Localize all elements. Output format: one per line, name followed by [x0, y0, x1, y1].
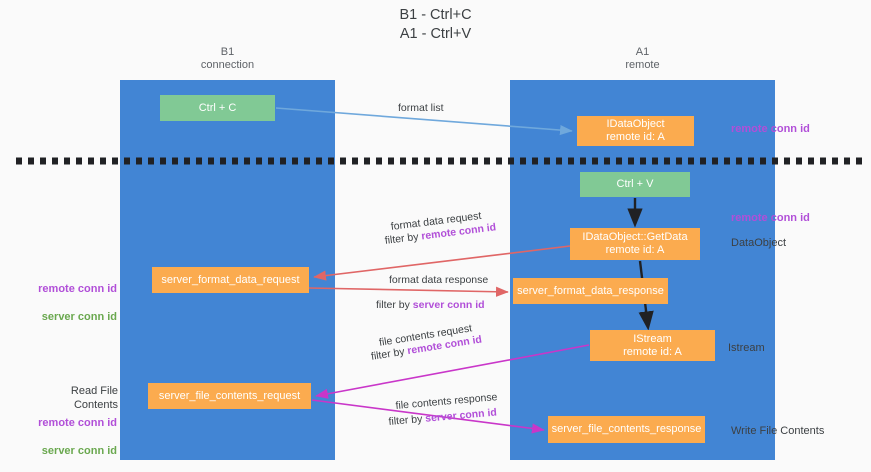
box-server-format-data-response[interactable]: server_format_data_response — [513, 278, 668, 304]
box-ctrl-v[interactable]: Ctrl + V — [580, 172, 690, 197]
box-ctrl-v-line-1: Ctrl + V — [616, 178, 654, 190]
box-server-file-contents-request-label: server_file_contents_request — [158, 389, 301, 402]
box-idataobject-getdata-line-1: IDataObject::GetData — [582, 231, 688, 243]
side-label-left-server-conn-id-mid: server conn id — [41, 311, 117, 323]
side-label-left-remote-conn-id-bottom: remote conn id — [38, 417, 117, 429]
column-header-b1: B1 connection — [200, 46, 255, 71]
side-label-left-remote-conn-id-mid: remote conn id — [38, 283, 117, 295]
filter-prefix: filter by — [370, 345, 409, 363]
box-idataobject-line-1: IDataObject — [606, 118, 665, 130]
box-idataobject-line-2: remote id: A — [606, 131, 665, 143]
filter-prefix: filter by — [384, 230, 423, 247]
column-header-a1: A1 remote — [625, 46, 660, 71]
filter-prefix: filter by — [376, 299, 413, 311]
box-server-file-contents-response[interactable]: server_file_contents_response — [548, 416, 705, 443]
box-istream-line-2: remote id: A — [623, 345, 682, 358]
box-idataobject-getdata[interactable]: IDataObject::GetData remote id: A — [570, 228, 700, 260]
box-idataobject[interactable]: IDataObject remote id: A — [577, 116, 694, 146]
box-ctrl-c[interactable]: Ctrl + C — [160, 95, 275, 121]
box-server-format-data-request[interactable]: server_format_data_request — [152, 267, 309, 293]
arrow-label-format-data-response: format data response — [389, 274, 489, 286]
side-label-left-conn-ids-mid: remote conn id server conn id — [22, 268, 117, 338]
box-ctrl-c-line-1: Ctrl + C — [198, 101, 237, 114]
arrow-label-format-list: format list — [398, 102, 444, 114]
filter-prefix: filter by — [388, 412, 426, 428]
side-label-remote-conn-id-top: remote conn id — [731, 123, 810, 135]
arrow-format-data-response — [308, 286, 509, 297]
side-label-read-file-contents: Read File Contents — [70, 385, 118, 411]
box-server-file-contents-response-label: server_file_contents_response — [551, 423, 702, 435]
side-label-dataobject: DataObject — [731, 237, 787, 249]
box-idataobject-getdata-line-2: remote id: A — [605, 244, 665, 256]
box-istream-line-1: IStream — [633, 332, 672, 345]
side-label-left-server-conn-id-bottom: server conn id — [41, 445, 117, 457]
side-label-remote-conn-id-mid: remote conn id — [731, 212, 810, 224]
side-label-left-conn-ids-bottom: remote conn id server conn id — [22, 402, 117, 472]
arrow-label-format-data-response-filter: filter by server conn id — [376, 298, 485, 312]
diagram-title: B1 - Ctrl+C A1 - Ctrl+V — [399, 7, 472, 42]
box-server-file-contents-request[interactable]: server_file_contents_request — [148, 383, 311, 409]
box-server-format-data-request-label: server_format_data_request — [161, 273, 300, 286]
box-server-format-data-response-label: server_format_data_response — [517, 284, 664, 297]
side-label-write-file-contents: Write File Contents — [731, 425, 825, 437]
filter-key-server-conn-id: server conn id — [412, 299, 485, 311]
box-istream[interactable]: IStream remote id: A — [590, 330, 715, 361]
side-label-istream: Istream — [728, 342, 765, 354]
